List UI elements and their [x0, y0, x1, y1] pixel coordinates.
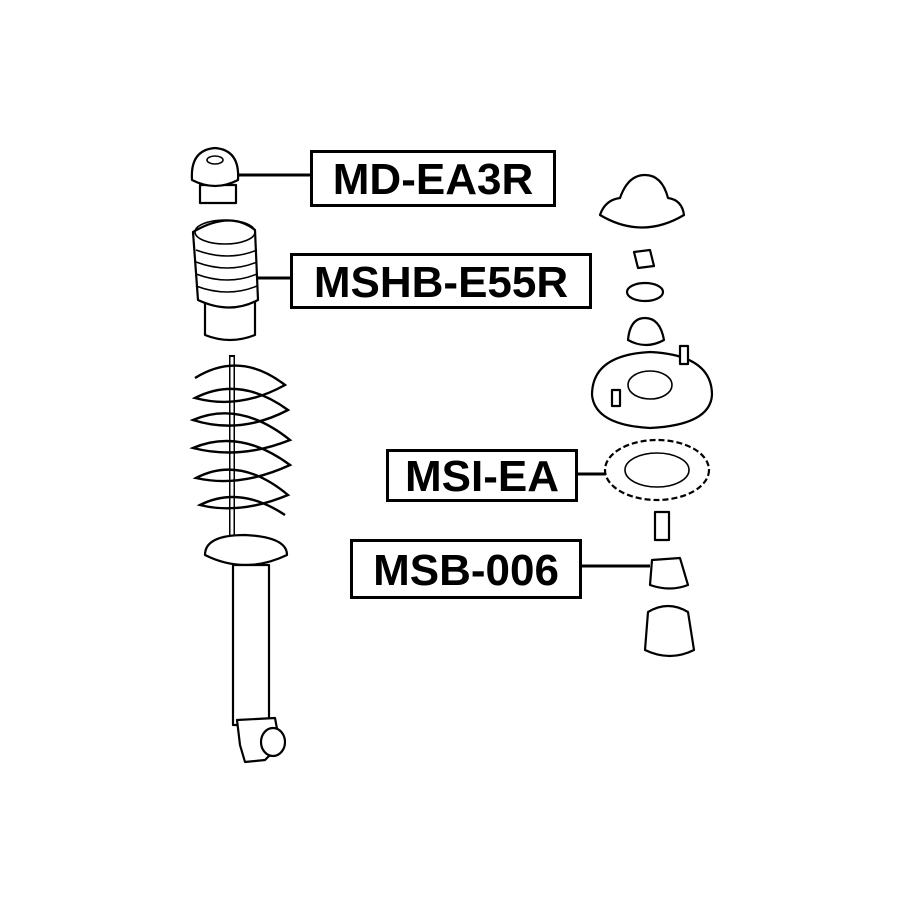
spring-insulator-part [603, 438, 711, 502]
strut-bushing-part [643, 510, 696, 658]
coil-spring-shock-part [189, 355, 293, 764]
part-label-msi-ea: MSI-EA [386, 449, 578, 502]
boot-part [191, 219, 260, 342]
part-label-mshb-e55r: MSHB-E55R [290, 253, 592, 309]
part-label-md-ea3r: MD-EA3R [310, 150, 556, 207]
part-label-msb-006: MSB-006 [350, 539, 582, 599]
bump-stop-part [190, 146, 240, 205]
strut-mount-assembly [590, 173, 714, 430]
